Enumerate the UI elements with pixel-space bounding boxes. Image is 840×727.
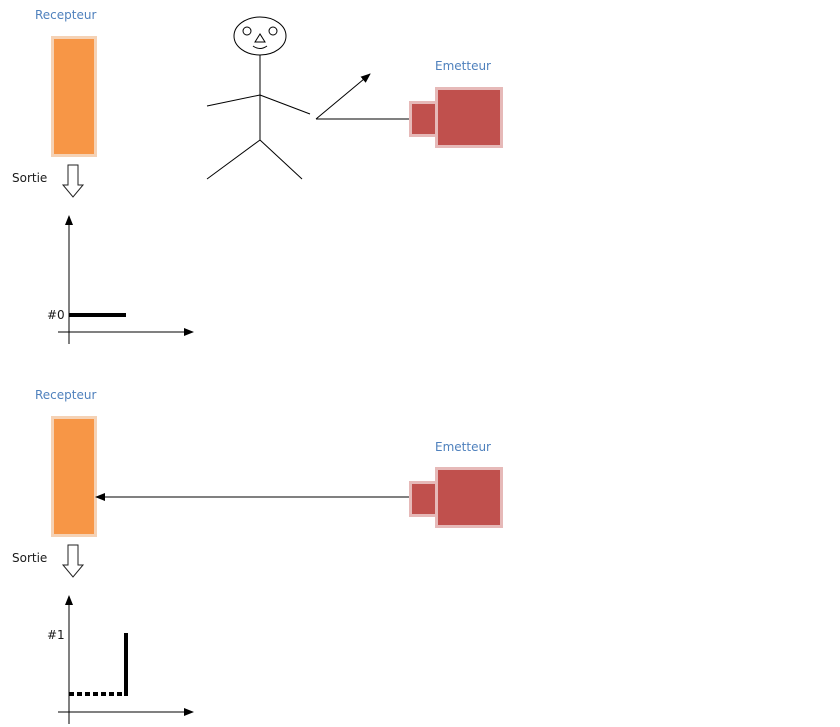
top-receiver-core [54, 39, 94, 154]
top-beam-deflection [315, 73, 371, 120]
bottom-emitter [409, 467, 503, 528]
person-left-eye [242, 26, 252, 36]
person-left-arm [206, 94, 261, 107]
person-figure [206, 16, 311, 180]
person-head [233, 16, 287, 56]
person-right-leg [259, 139, 303, 180]
bottom-receiver-label: Recepteur [35, 388, 97, 402]
bottom-output-arrow-icon [61, 544, 85, 578]
person-right-eye [268, 26, 278, 36]
top-graph-value-label: #0 [47, 308, 65, 322]
top-receiver-label: Recepteur [35, 8, 97, 22]
top-output-arrow-icon [61, 164, 85, 198]
bottom-output-label: Sortie [12, 551, 48, 565]
bottom-graph-value-label: #1 [47, 628, 65, 642]
person-mouth [252, 45, 268, 49]
bottom-output-graph [58, 595, 194, 724]
bottom-receiver-core [54, 419, 94, 534]
top-emitter [409, 87, 503, 148]
bottom-emitter-label: Emetteur [435, 440, 491, 454]
person-left-leg [206, 139, 261, 180]
top-emitter-label: Emetteur [435, 59, 491, 73]
person-nose [254, 33, 266, 43]
person-right-arm [259, 94, 311, 115]
top-output-label: Sortie [12, 171, 48, 185]
top-output-graph [58, 215, 194, 344]
